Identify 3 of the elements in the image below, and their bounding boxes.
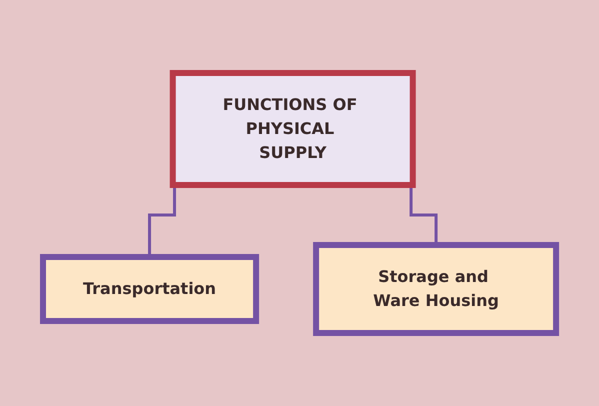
node-box: FUNCTIONS OF PHYSICAL SUPPLY <box>170 70 416 188</box>
node-box: Storage and Ware Housing <box>313 242 560 336</box>
node-box: Transportation <box>40 254 260 324</box>
